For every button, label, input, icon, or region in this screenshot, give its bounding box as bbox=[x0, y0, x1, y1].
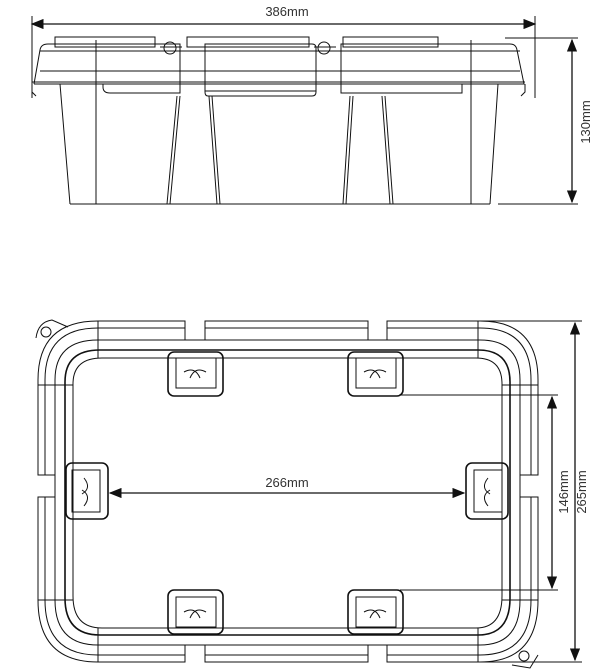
latch-right bbox=[465, 462, 509, 520]
side-elevation-view: 386mm 130mm bbox=[30, 4, 593, 205]
latch-top-right bbox=[347, 351, 404, 397]
dimension-overall-width: 265mm bbox=[574, 470, 589, 513]
dimension-inner-width: 146mm bbox=[556, 470, 571, 513]
latch-top-left bbox=[167, 351, 224, 397]
latch-left bbox=[65, 462, 109, 520]
top-plan-view: 266mm 146mm 265mm bbox=[35, 319, 589, 669]
latch-bottom-right bbox=[347, 589, 404, 635]
dimension-inner-length: 266mm bbox=[265, 475, 308, 490]
latch-bottom-left bbox=[167, 589, 224, 635]
dimension-height: 130mm bbox=[578, 100, 593, 143]
dimension-overall-length: 386mm bbox=[265, 4, 308, 19]
